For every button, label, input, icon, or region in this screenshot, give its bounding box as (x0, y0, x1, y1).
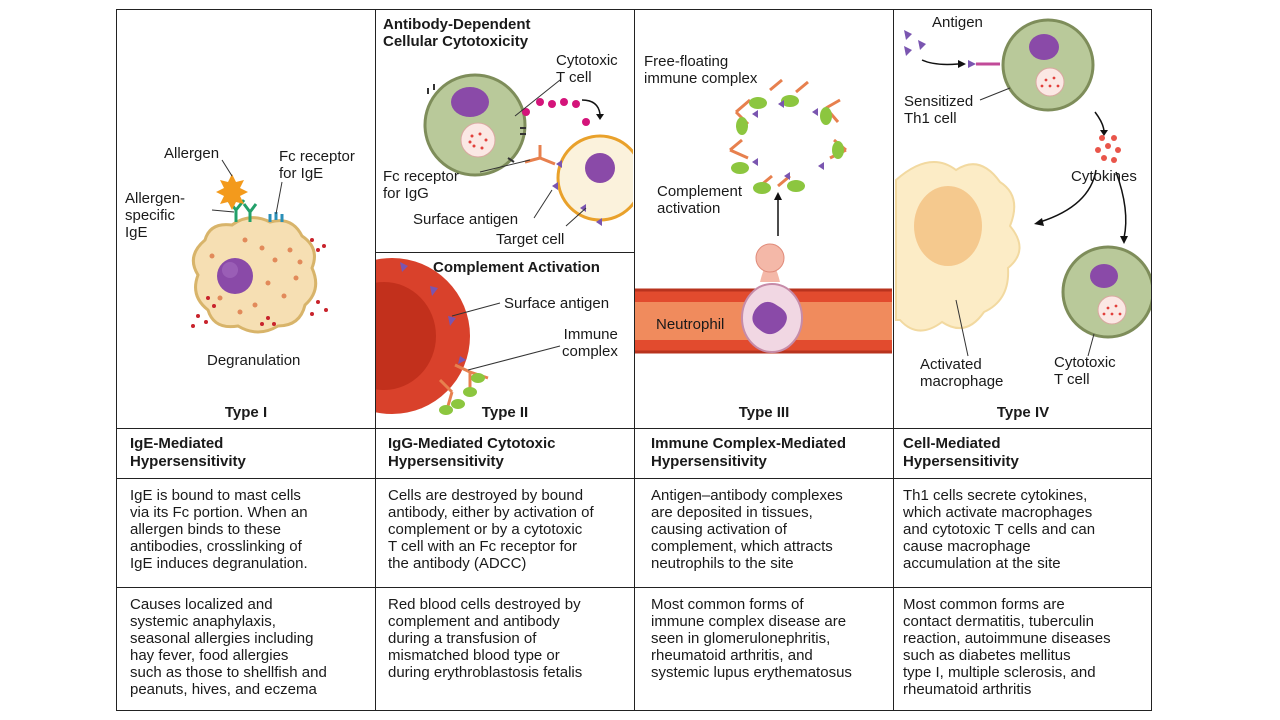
column-divider (634, 9, 635, 711)
type-3-examples: Most common forms of immune complex dise… (651, 596, 852, 681)
adcc-illustration (423, 73, 633, 227)
activated-macrophage-label: Activated macrophage (920, 356, 1004, 390)
antigen-label: Antigen (932, 14, 983, 31)
type-4-label: Type IV (996, 404, 1050, 421)
type-3-description: Antigen–antibody complexes are deposited… (651, 487, 843, 572)
complement-activation-title: Complement Activation (433, 259, 600, 276)
row-divider (116, 587, 1152, 588)
target-cell-label: Target cell (496, 231, 565, 248)
type-3-heading: Immune Complex-Mediated Hypersensitivity (651, 435, 847, 470)
type-2-heading: IgG-Mediated Cytotoxic Hypersensitivity (388, 435, 556, 470)
fc-receptor-igg-label: Fc receptor for IgG (383, 168, 459, 202)
cytokines-label: Cytokines (1071, 168, 1137, 185)
type-2-description: Cells are destroyed by bound antibody, e… (388, 487, 594, 572)
free-floating-complex-label: Free-floating immune complex (644, 53, 758, 87)
type-4-description: Th1 cells secrete cytokines, which activ… (903, 487, 1096, 572)
row-divider (116, 478, 1152, 479)
sensitized-th1-label: Sensitized Th1 cell (904, 93, 974, 127)
allergen-label: Allergen (164, 145, 220, 162)
type-1-heading: IgE-Mediated Hypersensitivity (130, 435, 246, 470)
type-2-examples: Red blood cells destroyed by complement … (388, 596, 583, 681)
cytotoxic-t-cell-label: Cytotoxic T cell (1054, 354, 1116, 388)
surface-antigen-label: Surface antigen (413, 211, 519, 228)
cytotoxic-t-cell-label: Cytotoxic T cell (556, 52, 618, 86)
complement-activation-label: Complement activation (657, 183, 743, 217)
type-3-label: Type III (738, 404, 790, 421)
fc-receptor-ige-label: Fc receptor for IgE (279, 148, 355, 182)
column-divider (375, 9, 376, 711)
neutrophil-label: Neutrophil (656, 316, 725, 333)
adcc-title: Antibody-Dependent Cellular Cytotoxicity (383, 16, 531, 50)
immune-complex-label: Immune complex (562, 326, 618, 360)
cell-mediated-illustration (895, 18, 1151, 357)
type-4-heading: Cell-Mediated Hypersensitivity (903, 435, 1019, 470)
allergen-specific-ige-label: Allergen- specific IgE (125, 190, 186, 241)
type-4-examples: Most common forms are contact dermatitis… (903, 596, 1111, 698)
type2-subpanel-divider (375, 252, 634, 253)
immune-complex-illustration (635, 78, 892, 354)
complement-activation-illustration (376, 258, 561, 415)
type-1-examples: Causes localized and systemic anaphylaxi… (130, 596, 327, 698)
type-1-description: IgE is bound to mast cells via its Fc po… (130, 487, 308, 572)
type-1-label: Type I (224, 404, 268, 421)
column-divider (893, 9, 894, 711)
row-divider (116, 428, 1152, 429)
mast-cell-illustration (191, 159, 328, 334)
surface-antigen-label: Surface antigen (504, 295, 610, 312)
type-2-label: Type II (481, 404, 529, 421)
degranulation-label: Degranulation (207, 352, 301, 369)
